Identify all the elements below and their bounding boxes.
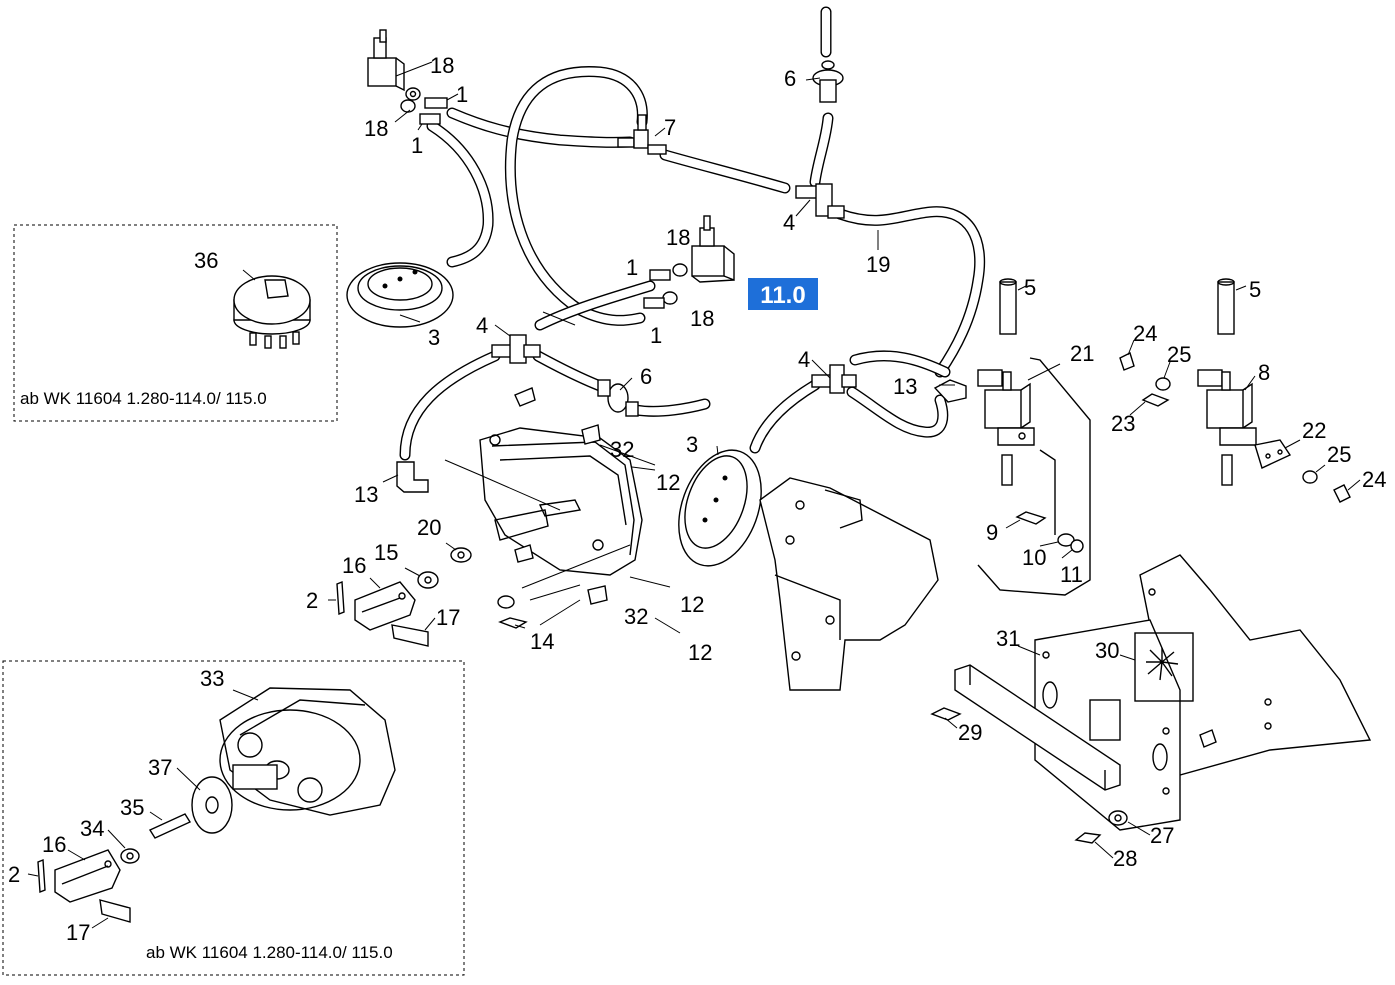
label-20: 20 <box>417 515 441 540</box>
tee-fitting-4-middle <box>491 334 541 364</box>
label-16-bottom: 16 <box>42 832 66 857</box>
hose-lines <box>399 6 986 461</box>
label-23: 23 <box>1111 411 1135 436</box>
label-2-bottom: 2 <box>8 862 20 887</box>
tee-fitting-7 <box>617 114 667 155</box>
label-37: 37 <box>148 755 172 780</box>
label-18-mid-top: 18 <box>666 225 690 250</box>
label-17-top: 17 <box>436 605 460 630</box>
label-1-mid-top: 1 <box>626 255 638 280</box>
label-19: 19 <box>866 252 890 277</box>
label-28: 28 <box>1113 846 1137 871</box>
mounting-bracket <box>759 477 939 691</box>
label-30: 30 <box>1095 638 1119 663</box>
fittings <box>367 29 967 493</box>
label-8: 8 <box>1258 360 1270 385</box>
highlight-11-0[interactable]: 11.0 <box>748 278 818 310</box>
label-4-middle: 4 <box>476 313 488 338</box>
cover-3-right <box>678 449 762 567</box>
label-16-top: 16 <box>342 553 366 578</box>
label-32-bottom: 32 <box>624 604 648 629</box>
highlight-label[interactable]: 11.0 <box>760 282 805 309</box>
filter-6-top <box>812 60 844 103</box>
label-10: 10 <box>1022 545 1046 570</box>
label-3-left: 3 <box>428 325 440 350</box>
frame-plate-assembly <box>930 554 1372 844</box>
cover-3-left <box>346 262 454 328</box>
label-29: 29 <box>958 720 982 745</box>
label-31: 31 <box>996 626 1020 651</box>
label-1-top: 1 <box>456 82 468 107</box>
label-35: 35 <box>120 795 144 820</box>
label-5-right: 5 <box>1249 277 1261 302</box>
solenoid-valve-21 <box>977 278 1091 596</box>
label-14: 14 <box>530 629 554 654</box>
solenoid-valve-8 <box>1119 278 1351 503</box>
label-32-top: 32 <box>610 437 634 462</box>
label-3-right: 3 <box>686 432 698 457</box>
label-12-middle: 12 <box>680 592 704 617</box>
label-21: 21 <box>1070 341 1094 366</box>
label-34: 34 <box>80 816 104 841</box>
label-1-mid-bottom: 1 <box>650 323 662 348</box>
highlight-box[interactable] <box>748 278 818 310</box>
label-6-middle: 6 <box>640 364 652 389</box>
label-27: 27 <box>1150 823 1174 848</box>
label-24-bottom: 24 <box>1362 467 1386 492</box>
label-4-right: 4 <box>798 347 810 372</box>
label-11: 11 <box>1060 562 1083 587</box>
leader-lines <box>27 61 1361 929</box>
label-15: 15 <box>374 540 398 565</box>
label-36: 36 <box>194 248 218 273</box>
label-12-bottom: 12 <box>688 640 712 665</box>
label-22: 22 <box>1302 418 1326 443</box>
filter-6-middle <box>597 379 639 417</box>
label-24-top: 24 <box>1133 321 1157 346</box>
label-13-right: 13 <box>893 374 917 399</box>
inset-box-top <box>13 224 338 422</box>
gear-motor-33 <box>191 687 396 834</box>
label-6-top: 6 <box>784 66 796 91</box>
label-25-bottom: 25 <box>1327 442 1351 467</box>
label-7: 7 <box>664 115 676 140</box>
label-18-left: 18 <box>364 116 388 141</box>
label-13-left: 13 <box>354 482 378 507</box>
clevis-assembly-top <box>336 547 528 647</box>
tee-fitting-4-right <box>811 364 857 394</box>
label-18-mid-bottom: 18 <box>690 306 714 331</box>
inset-box-bottom <box>2 660 465 976</box>
valve-top-left <box>367 29 405 92</box>
label-9: 9 <box>986 520 998 545</box>
label-12-top: 12 <box>656 470 680 495</box>
clevis-assembly-bottom <box>37 813 192 923</box>
label-33: 33 <box>200 666 224 691</box>
label-17-bottom: 17 <box>66 920 90 945</box>
label-2-top: 2 <box>306 588 318 613</box>
valve-11-0 <box>691 215 735 283</box>
inset-note-bottom: ab WK 11604 1.280-114.0/ 115.0 <box>146 943 393 962</box>
label-5-left: 5 <box>1024 275 1036 300</box>
pump-36 <box>233 275 311 349</box>
label-4-top: 4 <box>783 210 795 235</box>
elbow-13-left <box>396 461 429 493</box>
inset-note-top: ab WK 11604 1.280-114.0/ 115.0 <box>20 389 267 408</box>
label-1-top-lower: 1 <box>411 133 423 158</box>
label-25-top: 25 <box>1167 342 1191 367</box>
label-18-top: 18 <box>430 53 454 78</box>
tee-fitting-4-top <box>795 183 845 219</box>
part-labels: 18 18 1 1 7 6 4 19 18 1 18 1 5 5 3 36 4 … <box>8 53 1386 945</box>
pump-housing-center <box>479 387 643 605</box>
